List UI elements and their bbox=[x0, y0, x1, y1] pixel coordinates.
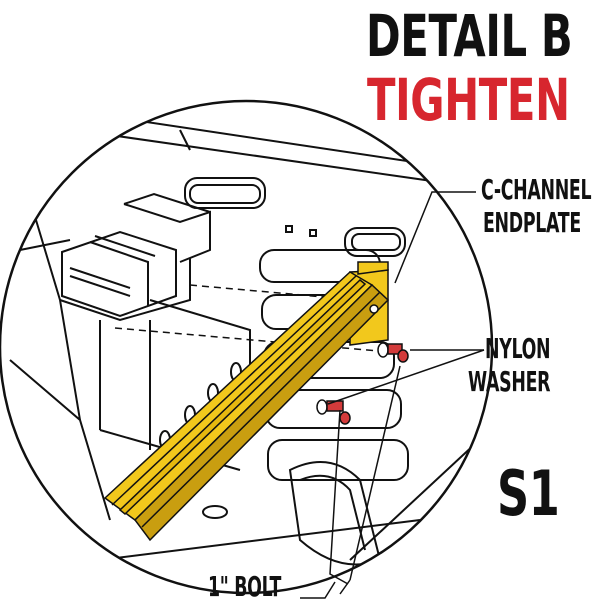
nylon-washer-label-line2: WASHER bbox=[468, 365, 551, 398]
action-title: TIGHTEN bbox=[367, 66, 570, 134]
c-channel-label-line1: C-CHANNEL bbox=[481, 173, 592, 206]
c-channel-label-line2: ENDPLATE bbox=[483, 206, 581, 239]
bolt-hardware bbox=[316, 342, 409, 425]
nylon-washer-label-line1: NYLON bbox=[485, 332, 551, 365]
bolt-label: 1" BOLT bbox=[208, 570, 282, 603]
detail-title: DETAIL B bbox=[366, 2, 573, 70]
detail-circle bbox=[0, 99, 494, 595]
leader-lines bbox=[300, 191, 485, 599]
c-channel-endplate bbox=[103, 261, 390, 542]
step-label: S1 bbox=[497, 457, 560, 530]
